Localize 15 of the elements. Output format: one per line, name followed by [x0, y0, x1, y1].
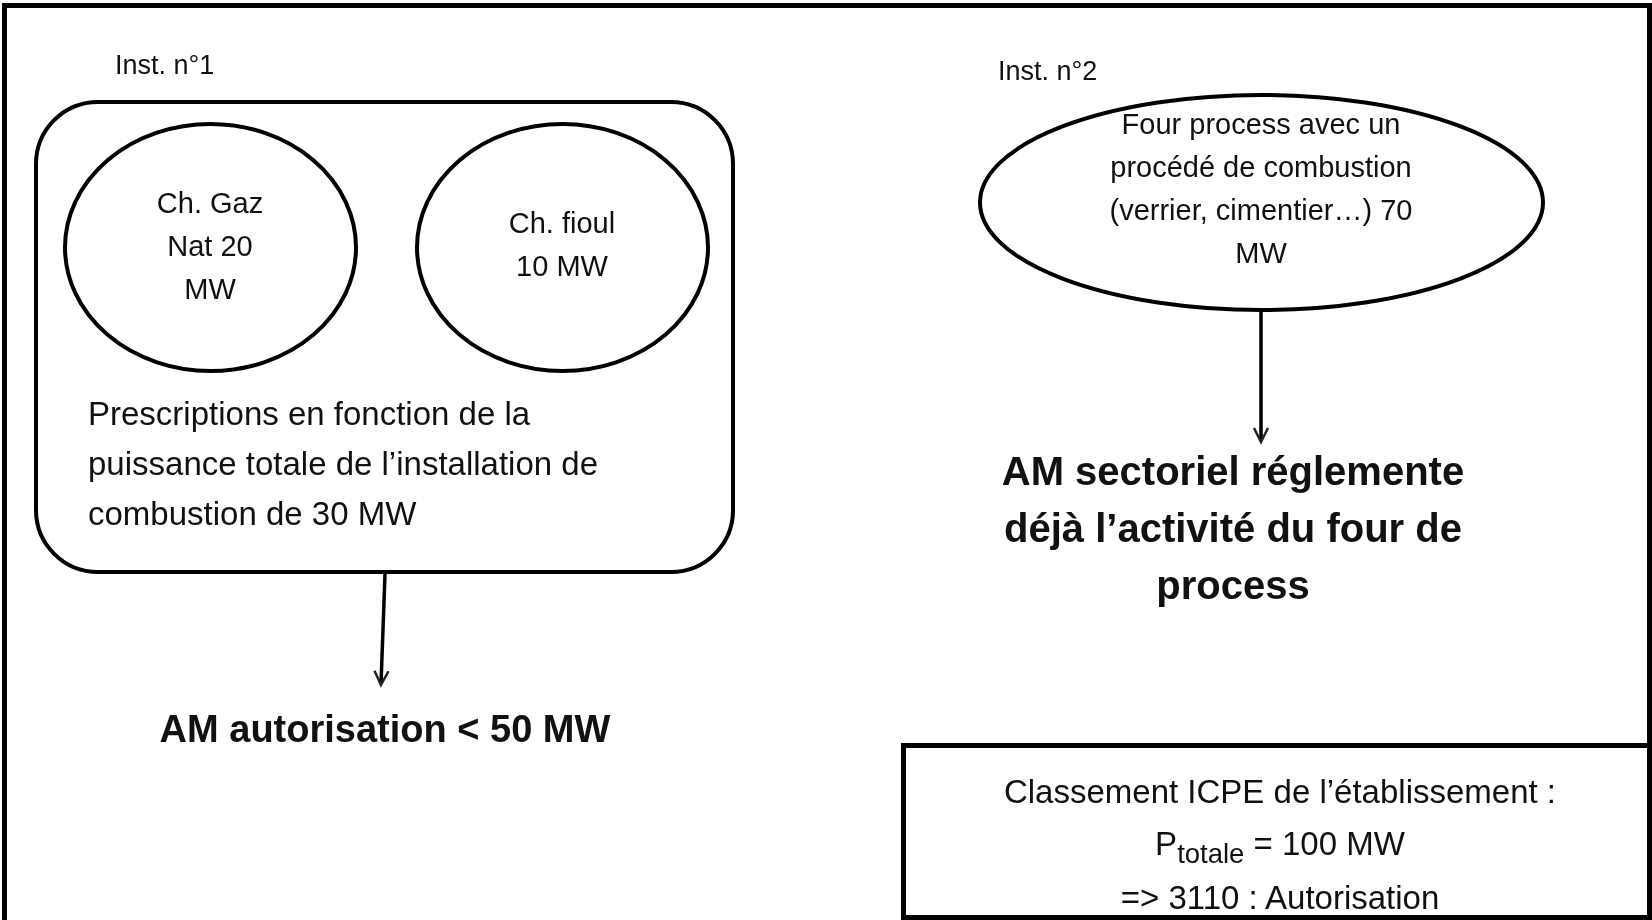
ellipse-heading: Inst. n°2	[998, 55, 1099, 88]
arrow	[1252, 312, 1270, 444]
node-label: => 3110 : Autorisation	[1119, 878, 1441, 918]
arrow	[373, 573, 390, 687]
node-label: Ch. Gaz Nat 20 MW	[155, 186, 265, 307]
regulation-text: AM sectoriel réglemente déjà l’activité du four de process	[1000, 448, 1466, 609]
box-heading: Inst. n°1	[115, 49, 216, 82]
boiler-ellipse	[415, 122, 710, 373]
node-label: Classement ICPE de l’établissement :	[1002, 772, 1558, 812]
boiler-ellipse	[63, 122, 358, 373]
regulation-text: AM autorisation < 50 MW	[158, 707, 612, 752]
node-label: Four process avec un procédé de combustion (verrier, cimentier…) 70 MW	[1108, 107, 1414, 271]
node-label: Ch. fioul 10 MW	[507, 206, 617, 284]
description-text: Prescriptions en fonction de la puissance totale de l’installation de combustion de 30 MW	[88, 394, 599, 534]
node-label: P$_{totale}$ = 100 MW	[1154, 824, 1406, 871]
